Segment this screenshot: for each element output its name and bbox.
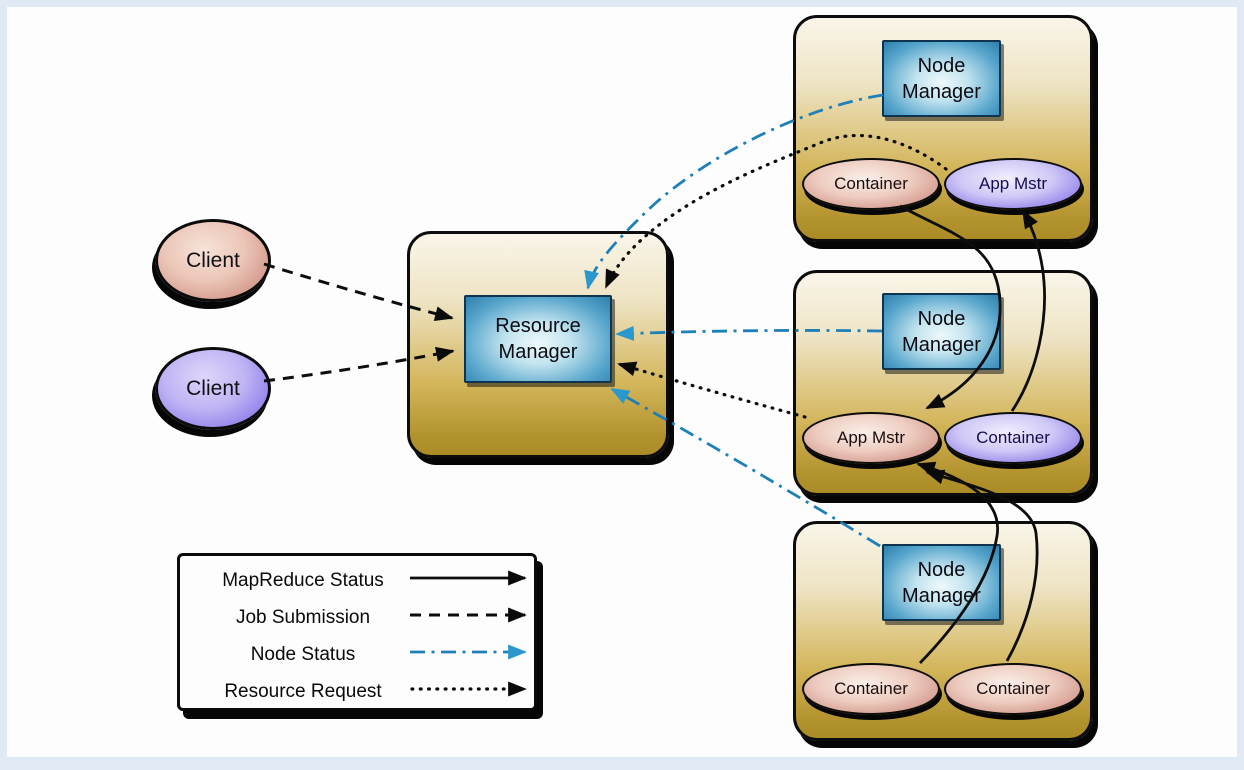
legend-row-job-submission: Job Submission xyxy=(180,599,534,636)
resource-manager-box: Resource Manager xyxy=(407,231,669,458)
node-3-container-1-ellipse: Container xyxy=(802,663,940,715)
node-2-container-label: Container xyxy=(976,428,1050,447)
resource-manager-inner-box: Resource Manager xyxy=(464,295,612,383)
legend-label-mapreduce-status: MapReduce Status xyxy=(222,569,384,591)
node-1-box: Node Manager Container App Mstr xyxy=(793,15,1093,242)
node-2-container-ellipse: Container xyxy=(944,412,1082,464)
node-1-container-ellipse: Container xyxy=(802,158,940,210)
legend-label-job-submission: Job Submission xyxy=(235,606,371,628)
resource-manager-label-line2: Manager xyxy=(498,341,578,363)
node-3-node-manager-box: Node Manager xyxy=(882,544,1001,621)
legend-row-resource-request: Resource Request xyxy=(180,673,534,710)
node-1-node-manager-box: Node Manager xyxy=(882,40,1001,117)
legend-box: MapReduce Status Job Submission Node Sta… xyxy=(177,553,537,711)
node-2-box: Node Manager App Mstr Container xyxy=(793,270,1093,496)
node-3-container-2-label: Container xyxy=(976,679,1050,698)
node-manager-label-line2: Manager xyxy=(902,584,981,607)
node-2-app-mstr-label: App Mstr xyxy=(836,428,906,447)
node-2-node-manager-box: Node Manager xyxy=(882,293,1001,370)
node-3-container-2-ellipse: Container xyxy=(944,663,1082,715)
node-manager-label-line1: Node xyxy=(917,54,966,77)
legend-label-node-status: Node Status xyxy=(250,643,356,665)
node-manager-label-line1: Node xyxy=(917,558,966,581)
client-1-ellipse: Client xyxy=(155,219,271,302)
node-manager-label-line2: Manager xyxy=(902,80,981,103)
client-1-label: Client xyxy=(186,248,240,272)
node-1-app-mstr-label: App Mstr xyxy=(978,174,1048,193)
legend-row-node-status: Node Status xyxy=(180,636,534,673)
node-3-container-1-label: Container xyxy=(834,679,908,698)
legend-label-resource-request: Resource Request xyxy=(224,680,382,702)
client-2-ellipse: Client xyxy=(155,347,271,430)
node-manager-label-line2: Manager xyxy=(902,333,981,356)
legend-row-mapreduce-status: MapReduce Status xyxy=(180,562,534,599)
node-3-box: Node Manager Container Container xyxy=(793,521,1093,741)
node-2-app-mstr-ellipse: App Mstr xyxy=(802,412,940,464)
node-1-app-mstr-ellipse: App Mstr xyxy=(944,158,1082,210)
resource-manager-label-line1: Resource xyxy=(495,315,581,337)
node-manager-label-line1: Node xyxy=(917,307,966,330)
client-2-label: Client xyxy=(186,376,240,400)
node-1-container-label: Container xyxy=(834,174,908,193)
